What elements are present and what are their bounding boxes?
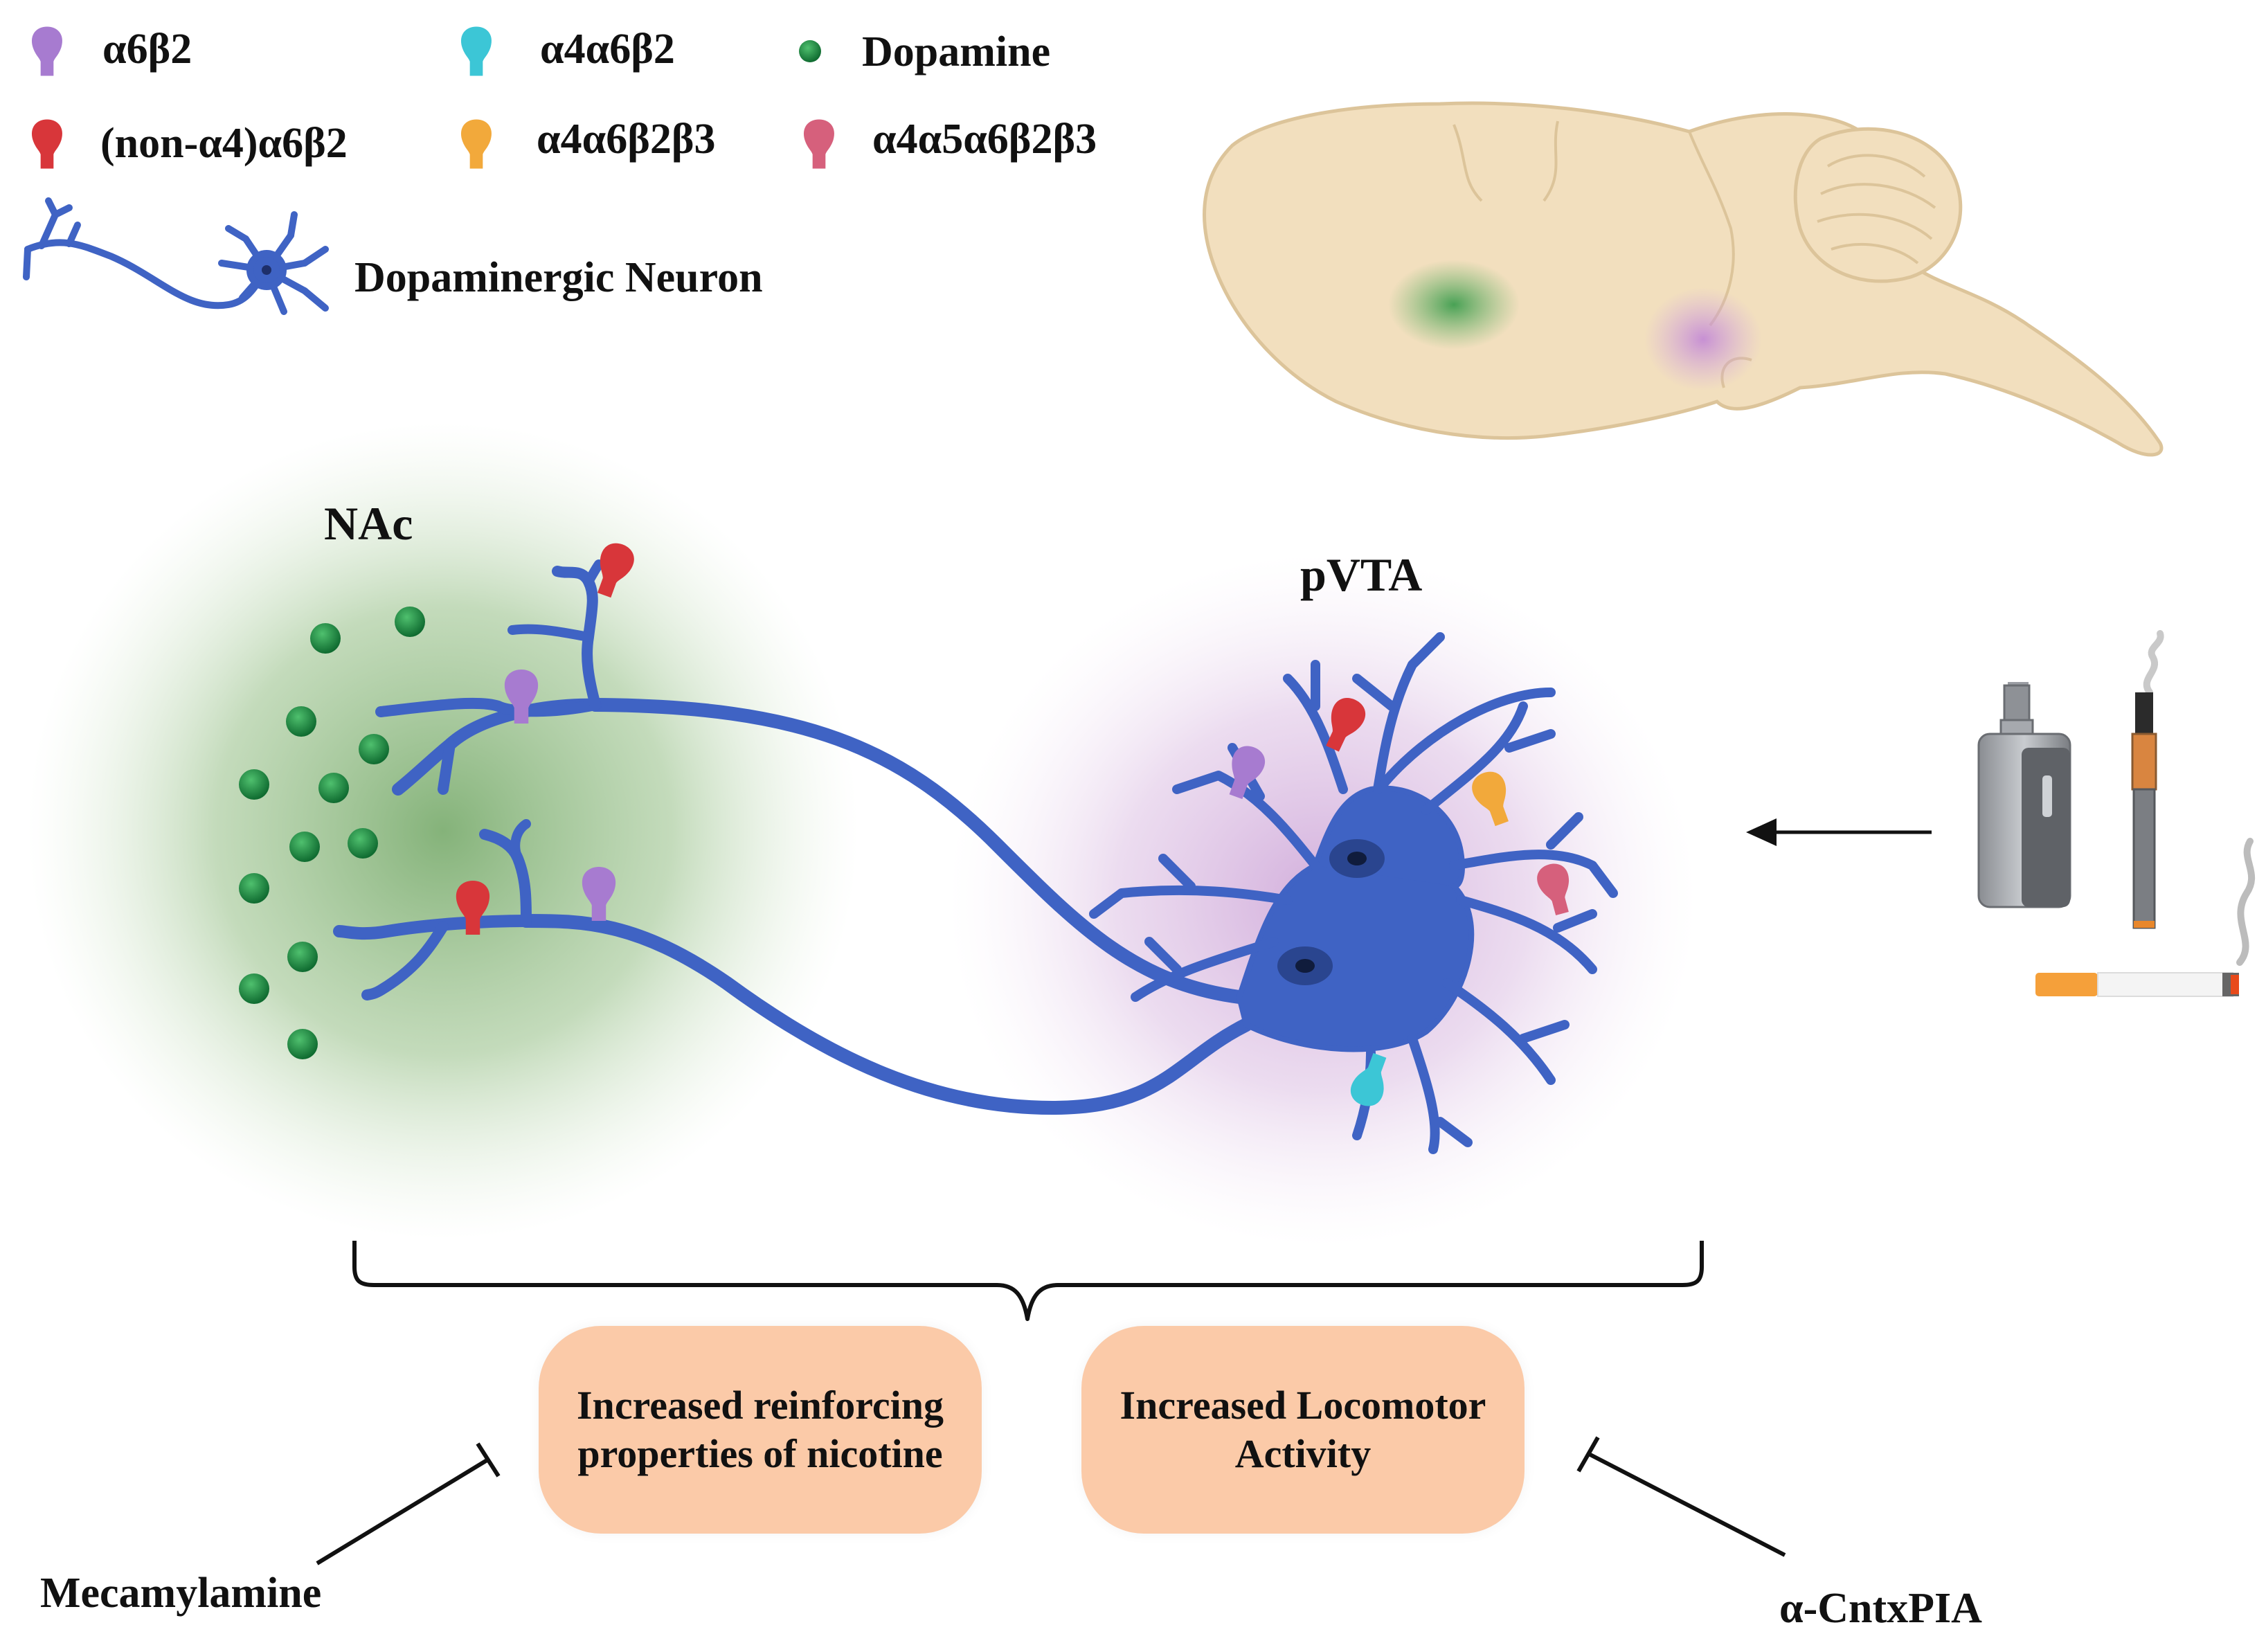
inhibition-right <box>1576 1436 1786 1557</box>
legend-label-neuron: Dopaminergic Neuron <box>354 254 763 301</box>
nucleolus <box>1295 959 1315 973</box>
legend-label-a6b2: α6β2 <box>102 26 192 73</box>
dendrites <box>1089 632 1618 1154</box>
dopamine-dot <box>359 734 389 764</box>
nucleolus <box>1347 852 1367 865</box>
dopamine-dot <box>287 1029 318 1059</box>
dopamine-dot <box>286 706 316 737</box>
dopamine-dot <box>287 942 318 972</box>
effect-locomotor-line2: Activity <box>1234 1431 1372 1476</box>
cerebellum <box>1793 127 1963 283</box>
brain-pvta-highlight <box>1644 287 1762 391</box>
receptor-a4a6b2b3-icon <box>460 119 492 169</box>
receptor-non-a4-a6b2-icon <box>31 119 63 169</box>
receptor-a4a6b2-icon <box>460 26 492 76</box>
dopamine-dot <box>348 828 378 859</box>
e-cigarette-icon <box>2131 630 2164 929</box>
dopamine-dot <box>289 832 320 862</box>
dopamine-dot <box>239 873 269 904</box>
legend-label-dopamine: Dopamine <box>862 28 1051 75</box>
dopamine-dot <box>310 623 341 654</box>
dopamine-molecules <box>239 607 425 1059</box>
dopamine-icon <box>799 40 821 62</box>
cigarette-icon <box>2035 838 2256 997</box>
effect-box-locomotor: Increased Locomotor Activity <box>1081 1326 1525 1534</box>
curly-brace <box>352 1241 1704 1321</box>
inhibition-left <box>316 1442 501 1565</box>
legend <box>23 26 835 315</box>
dopamine-dot <box>239 769 269 800</box>
nac-region <box>28 422 858 1239</box>
effect-reinforcing-line2: properties of nicotine <box>577 1431 943 1476</box>
effect-box-reinforcing: Increased reinforcing properties of nico… <box>539 1326 982 1534</box>
effect-reinforcing-line1: Increased reinforcing <box>576 1383 944 1428</box>
brain-outline <box>1203 101 2164 457</box>
region-label-nac: NAc <box>324 497 413 550</box>
dopamine-dot <box>239 973 269 1004</box>
dopamine-dot <box>395 607 425 637</box>
brain-sagittal <box>1203 101 2164 457</box>
brain-nac-highlight <box>1388 260 1520 350</box>
legend-label-non-a4-a6b2: (non-α4)α6β2 <box>100 120 348 167</box>
legend-label-a4a5a6b2b3: α4α5α6β2β3 <box>872 116 1097 163</box>
neuron-legend-icon <box>23 197 329 315</box>
inhibitor-label-cntxpia: α-CntxPIA <box>1779 1585 1982 1632</box>
arrow-left-icon <box>1746 818 1932 846</box>
receptor-a4a5a6b2b3-icon <box>803 119 835 169</box>
legend-label-a4a6b2: α4α6β2 <box>540 26 675 73</box>
dopamine-dot <box>318 773 349 803</box>
inhibitor-label-mecamylamine: Mecamylamine <box>40 1570 322 1617</box>
vape-device-icon <box>1977 682 2071 908</box>
effect-locomotor-line1: Increased Locomotor <box>1119 1383 1486 1428</box>
region-label-pvta: pVTA <box>1300 548 1423 601</box>
receptor-a6b2-icon <box>31 26 63 76</box>
legend-label-a4a6b2b3: α4α6β2β3 <box>537 116 716 163</box>
